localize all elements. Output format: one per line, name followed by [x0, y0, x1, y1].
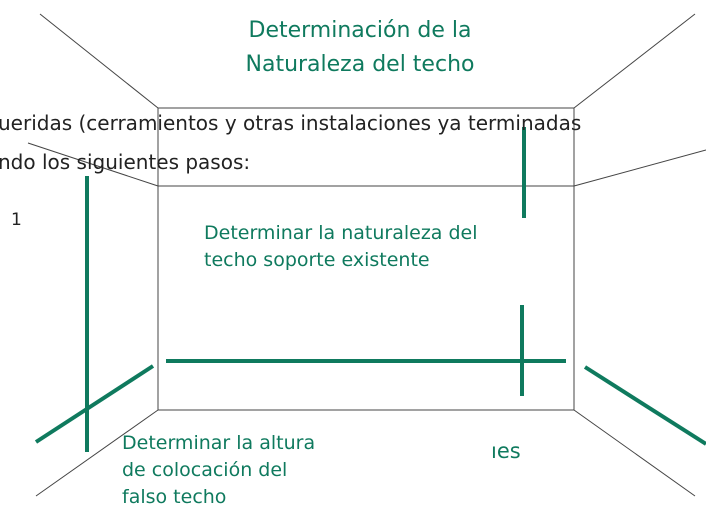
indicator-diagonal-left [34, 364, 155, 444]
ceiling-edge-right [573, 13, 696, 109]
indicator-diagonal-right [583, 365, 706, 446]
label-ceiling-height-line-3: falso techo [122, 486, 227, 508]
intro-text-line-2: ndo los siguientes pasos: [0, 150, 251, 174]
page-title: Determinación de la Naturaleza del techo [180, 14, 540, 82]
label-ceiling-height-line-1: Determinar la altura [122, 432, 316, 454]
title-line-2: Naturaleza del techo [245, 52, 475, 77]
floor-edge-left [35, 409, 159, 497]
step-number: 1 [11, 210, 22, 230]
title-line-1: Determinación de la [248, 18, 472, 43]
back-wall [157, 107, 575, 411]
label-ceiling-nature-line-2: techo soporte existente [204, 249, 430, 271]
false-ceiling-line-left [27, 142, 159, 187]
label-ceiling-height-line-2: de colocación del [122, 459, 288, 481]
label-ceiling-height: Determinar la altura de colocación del f… [122, 430, 315, 511]
label-ceiling-nature-line-1: Determinar la naturaleza del [204, 222, 478, 244]
false-ceiling-line-right [573, 149, 706, 187]
intro-text-line-1: ueridas (cerramientos y otras instalacio… [0, 111, 582, 135]
floor-edge-right [573, 409, 696, 497]
ceiling-edge-left [39, 13, 159, 109]
label-ceiling-nature: Determinar la naturaleza del techo sopor… [204, 220, 478, 274]
label-partial-text: ıes [491, 439, 521, 463]
